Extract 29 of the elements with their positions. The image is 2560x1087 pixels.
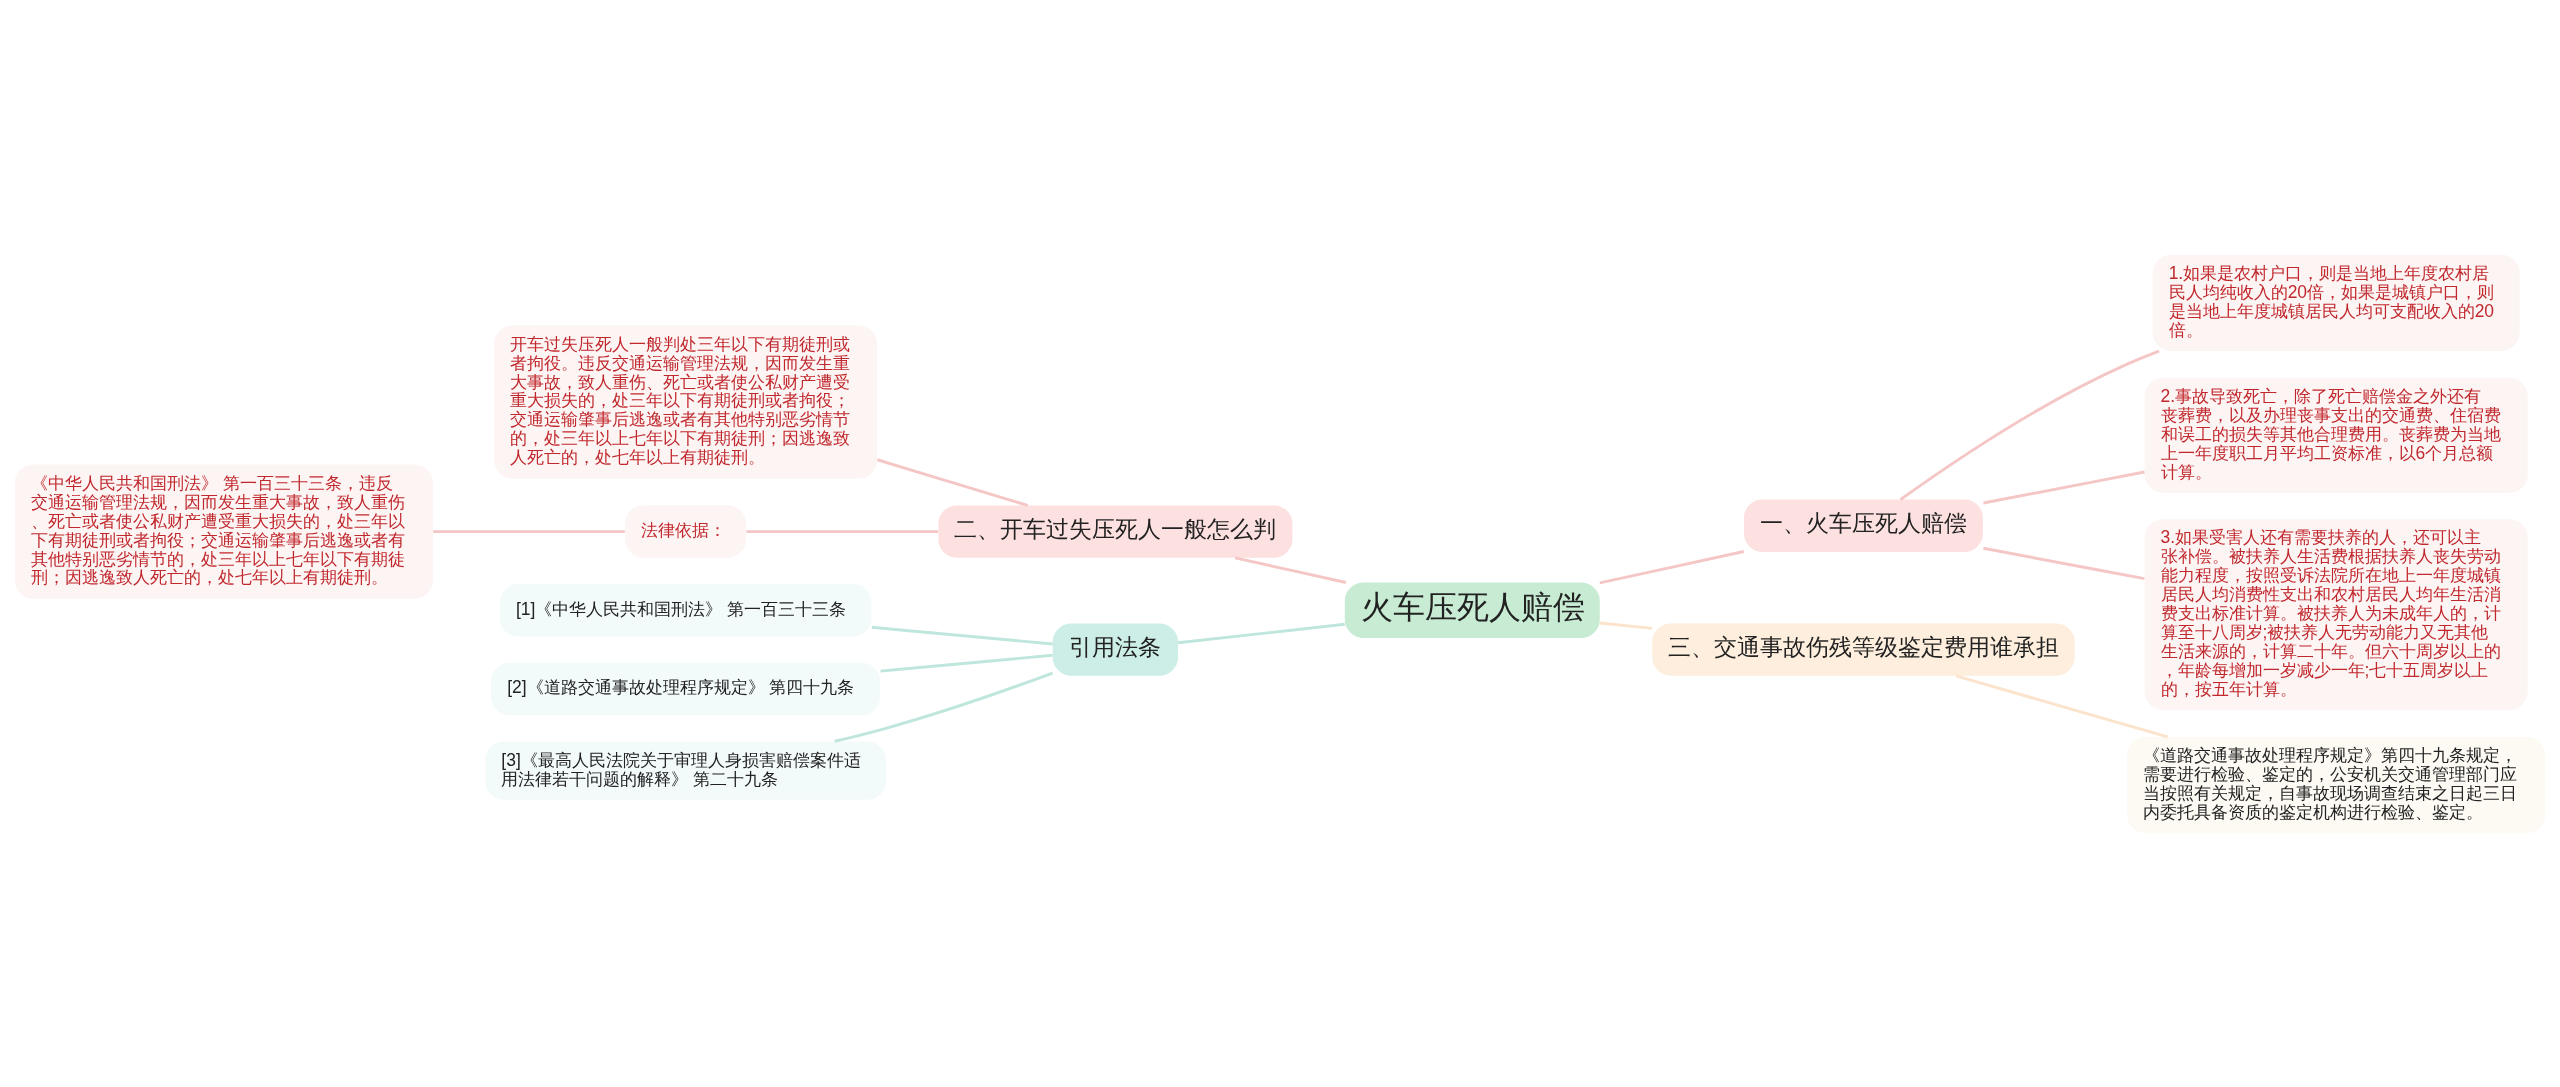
connector (871, 625, 1053, 645)
node-box: 一、火车压死人赔偿 (1744, 499, 1983, 552)
node-box: [2]《道路交通事故处理程序规定》 第四十九条 (491, 662, 881, 715)
connector (746, 529, 938, 533)
connector (1599, 549, 1745, 584)
connector (834, 671, 1054, 743)
connector (1599, 621, 1653, 630)
node-box: 火车压死人赔偿 (1344, 582, 1600, 638)
connector (1983, 470, 2145, 504)
node-box: [1]《中华人民共和国刑法》 第一百三十三条 (499, 583, 872, 636)
connector (1899, 349, 2160, 501)
node-box: 三、交通事故伤残等级鉴定费用谁承担 (1652, 622, 2075, 676)
node-box: 二、开车过失压死人一般怎么判 (938, 504, 1293, 558)
node-box: 《道路交通事故处理程序规定》第四十九条规定，需要进行检验、鉴定的，公安机关交通管理部门应当按照有关规定，自事故现场调查结束之日起三日内委托具备资质的鉴定机构进行检验、鉴定。 (2127, 736, 2546, 833)
node-box: 1.如果是农村户口，则是当地上年度农村居民人均纯收入的20倍，如果是城镇户口，则是当地上年度城镇居民人均可支配收入的20倍。 (2152, 254, 2520, 351)
node-box: 开车过失压死人一般判处三年以下有期徒刑或者拘役。违反交通运输管理法规，因而发生重大事故，致人重伤、死亡或者使公私财产遭受重大损失的，处三年以下有期徒刑或者拘役；交通运输肇事后逃逸或者有其他特别恶劣情节的，处三年以上七年以下有期徒刑；因逃逸致人死亡的，处七年以上有期徒刑。 (494, 325, 878, 478)
connector (1983, 546, 2145, 580)
connector (1234, 556, 1347, 584)
connector (1177, 622, 1345, 644)
node-box: [3]《最高人民法院关于审理人身损害赔偿案件适用法律若干问题的解释》 第二十九条 (485, 740, 886, 800)
node-box: 引用法条 (1052, 622, 1178, 676)
node-box: 《中华人民共和国刑法》 第一百三十三条，违反交通运输管理法规，因而发生重大事故，致人重伤、死亡或者使公私财产遭受重大损失的，处三年以下有期徒刑或者拘役；交通运输肇事后逃逸或者有其他特别恶劣情节的，处三年以上七年以下有期徒刑；因逃逸致人死亡的，处七年以上有期徒刑。 (14, 464, 433, 599)
node-box: 3.如果受害人还有需要扶养的人，还可以主张补偿。被扶养人生活费根据扶养人丧失劳动能力程度，按照受诉法院所在地上一年度城镇居民人均消费性支出和农村居民人均年生活消费支出标准计算。被扶养人为未成年人的，计算至十八周岁;被扶养人无劳动能力又无其他生活来源的，计算二十年。但六十周岁以上的，年龄每增加一岁减少一年;七十五周岁以上的，按五年计算。 (2144, 518, 2528, 710)
connector (877, 457, 1028, 507)
node-box: 2.事故导致死亡，除了死亡赔偿金之外还有丧葬费，以及办理丧事支出的交通费、住宿费和误工的损失等其他合理费用。丧葬费为当地上一年度职工月平均工资标准，以6个月总额计算。 (2144, 377, 2528, 493)
node-box: 法律依据： (625, 504, 747, 558)
connector (433, 529, 625, 533)
connector (880, 653, 1053, 673)
connector (1955, 674, 2169, 738)
